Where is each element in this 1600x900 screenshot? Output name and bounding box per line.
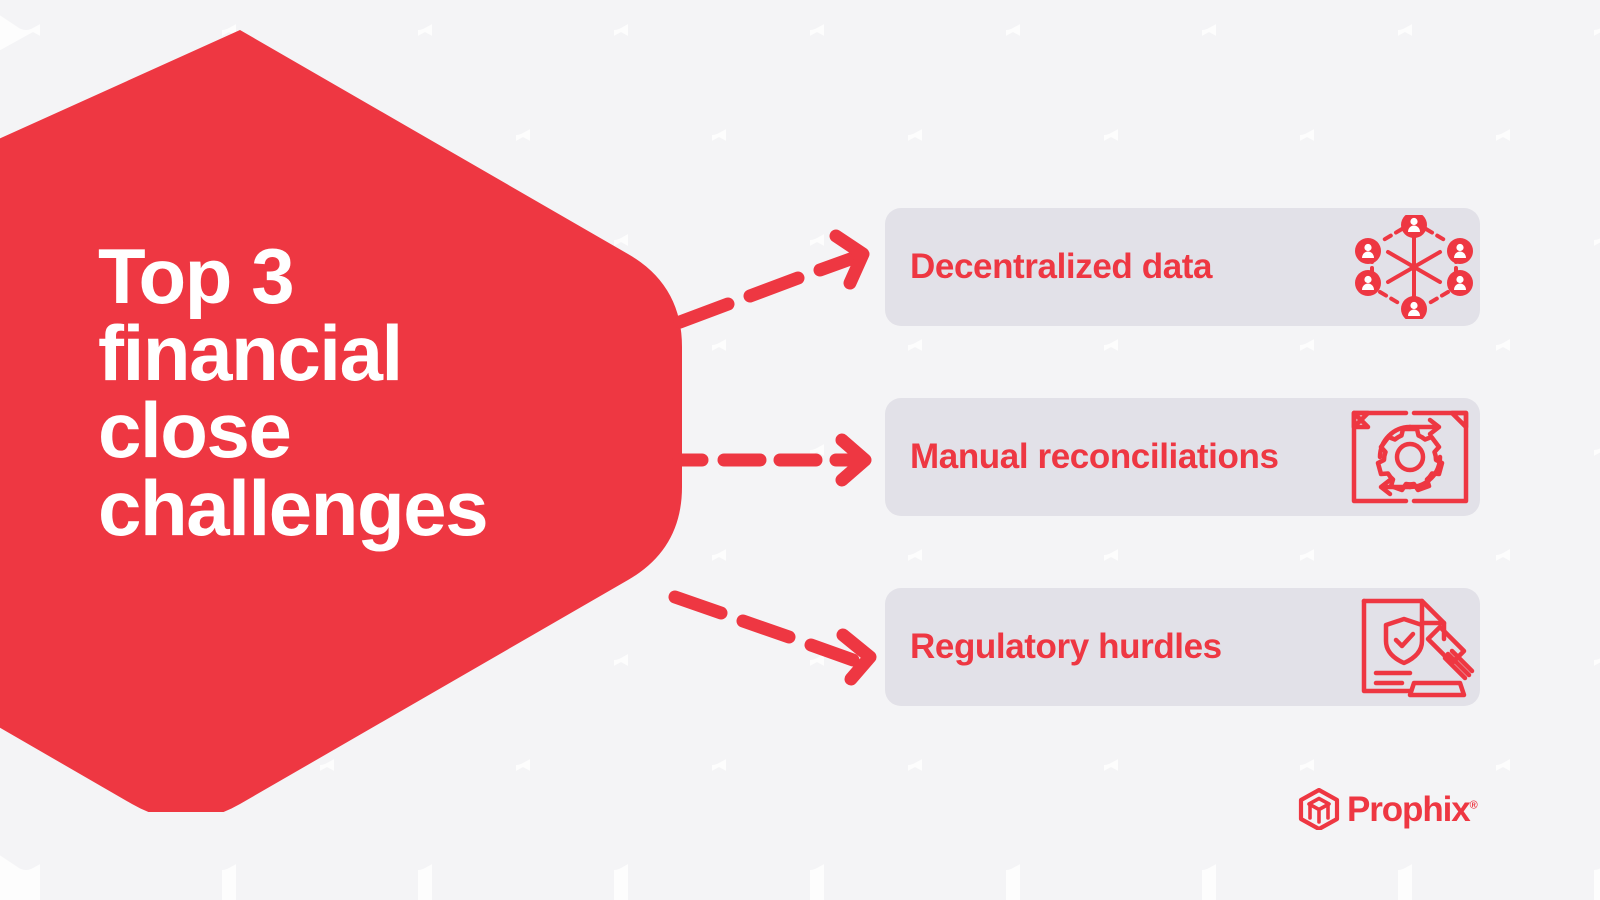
registered-trademark-symbol: ® xyxy=(1469,798,1478,811)
arrow-to-decentralized-data-icon xyxy=(673,229,870,329)
arrow-to-manual-reconciliations-icon xyxy=(672,433,872,487)
logo-wordmark: Prophix® xyxy=(1347,792,1478,827)
title-line-1: Top 3 xyxy=(98,232,295,320)
title-line-2: financial xyxy=(98,309,403,398)
card-label: Regulatory hurdles xyxy=(910,627,1222,666)
isometric-cube-icon xyxy=(1298,788,1340,830)
document-sync-gear-icon xyxy=(1351,410,1469,504)
challenge-card-manual-reconciliations[interactable]: Manual reconciliations xyxy=(885,398,1480,516)
challenge-card-decentralized-data[interactable]: Decentralized data xyxy=(885,208,1480,326)
prophix-logo[interactable]: Prophix® xyxy=(1298,786,1478,832)
logo-wordmark-text: Prophix xyxy=(1347,789,1471,829)
page-title: Top 3 financial close challenges xyxy=(98,232,658,552)
document-shield-gavel-icon xyxy=(1361,598,1475,698)
card-label: Manual reconciliations xyxy=(910,437,1279,476)
network-nodes-icon xyxy=(1355,215,1473,319)
hero-hexagon-shape xyxy=(0,30,682,812)
title-line-4: challenges xyxy=(98,463,489,552)
arrow-to-regulatory-hurdles-icon xyxy=(668,590,877,686)
card-label: Decentralized data xyxy=(910,247,1213,286)
title-line-3: close xyxy=(98,386,292,475)
challenge-card-regulatory-hurdles[interactable]: Regulatory hurdles xyxy=(885,588,1480,706)
